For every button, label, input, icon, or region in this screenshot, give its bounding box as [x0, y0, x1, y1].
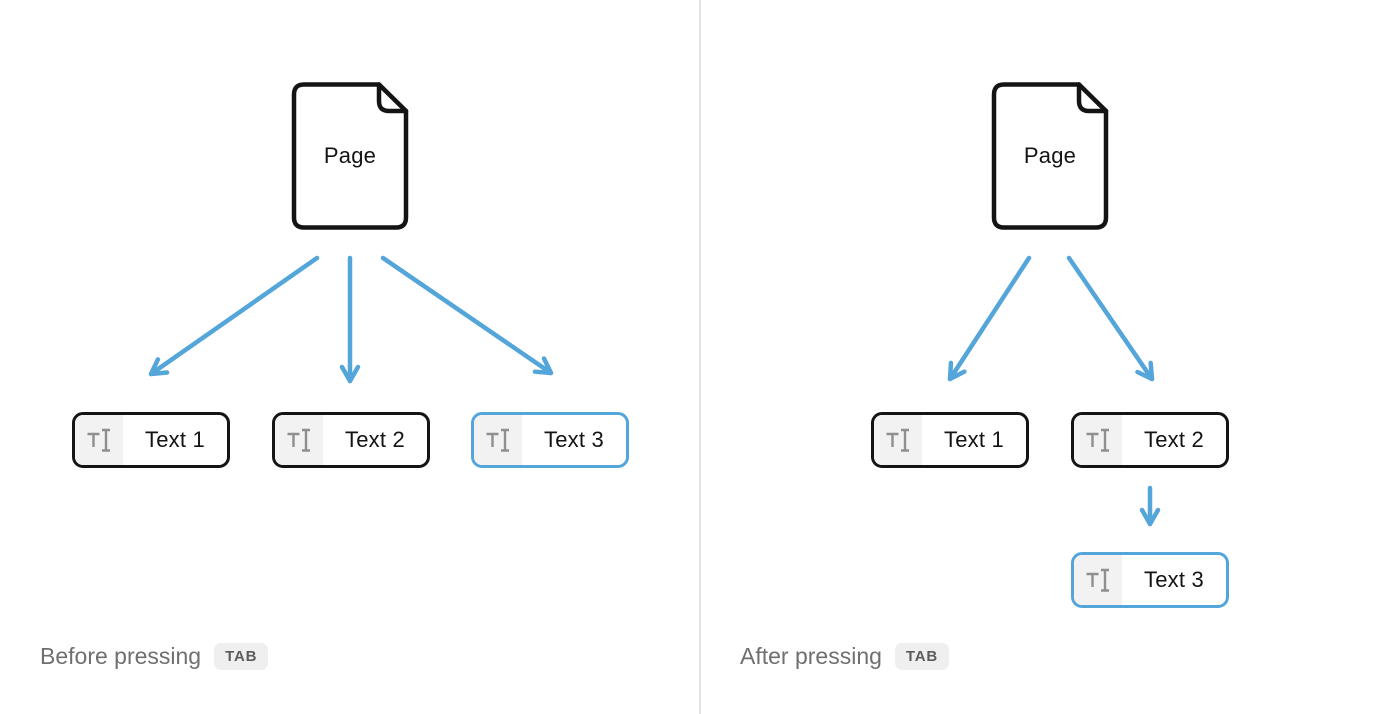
- caption-after: After pressing TAB: [740, 639, 950, 673]
- page-label: Page: [323, 143, 377, 168]
- page-document-icon: Page: [291, 82, 409, 230]
- caption-before-text: Before pressing: [40, 642, 202, 669]
- text-cursor-icon: [1074, 555, 1122, 605]
- tab-key-badge: TAB: [214, 642, 269, 670]
- text-cursor-icon: [474, 415, 522, 465]
- text-cursor-icon: [1074, 415, 1122, 465]
- arrow-page-to-text1-before: [148, 255, 320, 377]
- text-block-label: Text 3: [544, 427, 604, 452]
- text-cursor-icon: [874, 415, 922, 465]
- text-block-1-after: Text 1: [871, 412, 1029, 468]
- text-block-label: Text 1: [145, 427, 205, 452]
- arrow-page-to-text2-after: [1066, 255, 1155, 382]
- caption-before: Before pressing TAB: [40, 639, 269, 673]
- caption-after-text: After pressing: [740, 642, 882, 669]
- text-block-label: Text 2: [1144, 427, 1204, 452]
- text-block-label: Text 2: [345, 427, 405, 452]
- text-block-2-after: Text 2: [1071, 412, 1229, 468]
- tab-key-badge: TAB: [894, 642, 950, 670]
- text-block-label: Text 3: [1144, 567, 1204, 592]
- arrow-page-to-text3-before: [380, 255, 554, 376]
- text-block-1-before: Text 1: [72, 412, 230, 468]
- text-block-3-after-highlighted-indented: Text 3: [1071, 552, 1229, 608]
- text-cursor-icon: [275, 415, 323, 465]
- page-label: Page: [1023, 143, 1077, 168]
- text-cursor-icon: [75, 415, 123, 465]
- arrow-page-to-text1-after: [947, 255, 1032, 382]
- text-block-2-before: Text 2: [272, 412, 430, 468]
- text-block-3-before-highlighted: Text 3: [471, 412, 629, 468]
- text-block-label: Text 1: [944, 427, 1004, 452]
- panel-divider: [699, 0, 701, 714]
- page-document-icon: Page: [991, 82, 1109, 230]
